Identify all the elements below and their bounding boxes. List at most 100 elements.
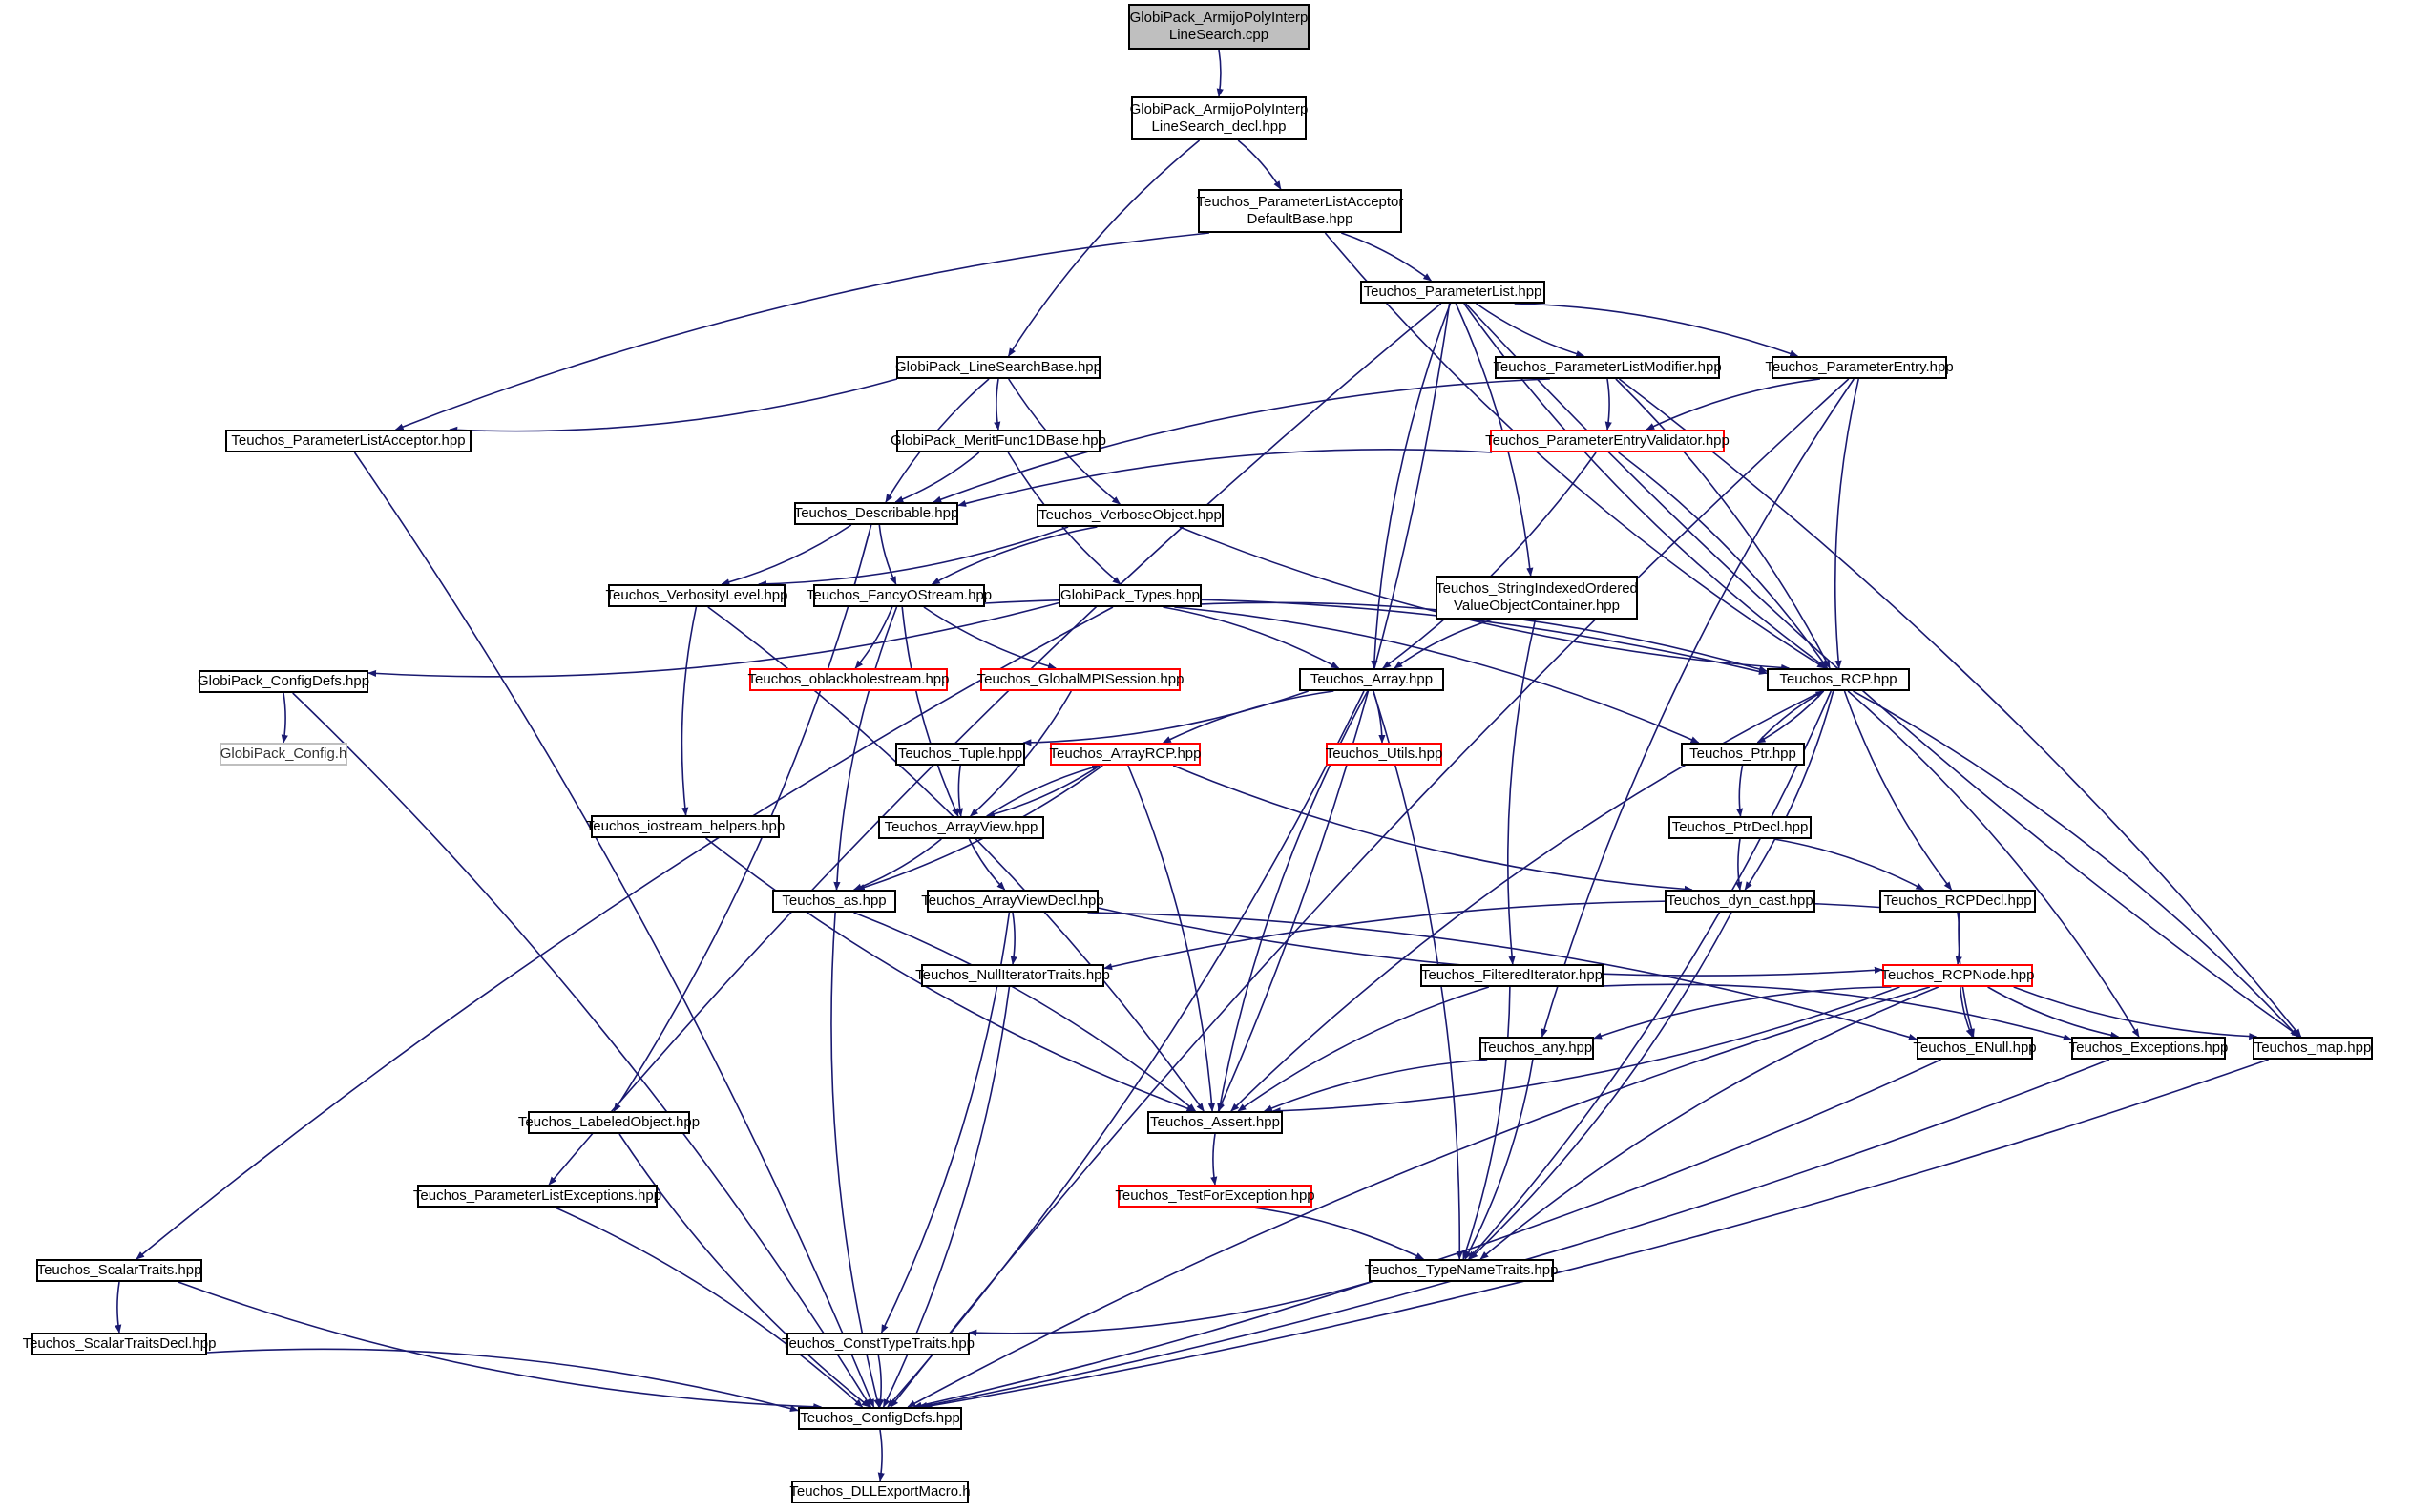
file-node-label: Teuchos_GlobalMPISession.hpp (976, 671, 1185, 687)
file-node-sivo[interactable]: Teuchos_StringIndexedOrdered ValueObject… (1436, 576, 1638, 620)
file-node-lsb[interactable]: GlobiPack_LineSearchBase.hpp (895, 356, 1101, 379)
file-node-lo[interactable]: Teuchos_LabeledObject.hpp (518, 1111, 700, 1134)
file-node-mf[interactable]: GlobiPack_MeritFunc1DBase.hpp (891, 430, 1106, 452)
edge-pl-to-plm (1476, 303, 1585, 358)
file-node-ioh[interactable]: Teuchos_iostream_helpers.hpp (586, 815, 785, 838)
file-node-tnt[interactable]: Teuchos_TypeNameTraits.hpp (1365, 1259, 1558, 1282)
file-node-label: GlobiPack_LineSearchBase.hpp (895, 359, 1101, 375)
edge-any-to-asrt (1263, 1059, 1488, 1112)
file-node-label: Teuchos_as.hpp (782, 892, 887, 909)
file-node-nit[interactable]: Teuchos_NullIteratorTraits.hpp (915, 964, 1110, 987)
edge-pe-to-tcd (890, 378, 1850, 1408)
file-node-vo[interactable]: Teuchos_VerboseObject.hpp (1037, 504, 1224, 527)
edge-rcpn-to-tcd (907, 986, 1931, 1408)
file-node-rcpd[interactable]: Teuchos_RCPDecl.hpp (1879, 890, 2036, 913)
file-node-ptrd[interactable]: Teuchos_PtrDecl.hpp (1668, 816, 1812, 839)
file-node-label: Teuchos_ParameterListAcceptor.hpp (231, 432, 466, 449)
file-node-any[interactable]: Teuchos_any.hpp (1479, 1037, 1594, 1060)
edge-desc-to-fos (878, 524, 897, 585)
file-node-label: Teuchos_VerboseObject.hpp (1038, 507, 1222, 523)
file-node-label: Teuchos_ParameterListAcceptor DefaultBas… (1196, 194, 1404, 227)
file-node-gcd[interactable]: GlobiPack_ConfigDefs.hpp (198, 670, 369, 693)
file-node-label: Teuchos_FilteredIterator.hpp (1420, 967, 1604, 983)
file-node-label: Teuchos_RCP.hpp (1779, 671, 1897, 687)
file-node-tcd[interactable]: Teuchos_ConfigDefs.hpp (798, 1407, 962, 1430)
file-node-arr[interactable]: Teuchos_Array.hpp (1299, 668, 1444, 691)
file-node-vl[interactable]: Teuchos_VerbosityLevel.hpp (605, 584, 788, 607)
edge-root-to-decl (1216, 49, 1224, 97)
file-node-pev[interactable]: Teuchos_ParameterEntryValidator.hpp (1485, 430, 1730, 452)
file-node-gmpi[interactable]: Teuchos_GlobalMPISession.hpp (977, 668, 1184, 691)
file-node-rcpn[interactable]: Teuchos_RCPNode.hpp (1881, 964, 2034, 987)
file-node-exc[interactable]: Teuchos_Exceptions.hpp (2068, 1037, 2229, 1060)
edge-ioh-to-asrt (705, 837, 1196, 1112)
file-node-pe[interactable]: Teuchos_ParameterEntry.hpp (1765, 356, 1954, 379)
file-node-tup[interactable]: Teuchos_Tuple.hpp (895, 743, 1025, 766)
file-node-dll[interactable]: Teuchos_DLLExportMacro.h (789, 1480, 971, 1503)
file-node-ple[interactable]: Teuchos_ParameterListExceptions.hpp (413, 1185, 661, 1208)
edge-arr-to-arcp (1162, 690, 1334, 744)
edge-fit-to-tnt (1462, 986, 1511, 1260)
file-node-fit[interactable]: Teuchos_FilteredIterator.hpp (1420, 964, 1604, 987)
file-node-label: GlobiPack_Types.hpp (1060, 587, 1200, 603)
file-node-ctt[interactable]: Teuchos_ConstTypeTraits.hpp (782, 1333, 975, 1355)
edge-pl-to-asrt (1217, 303, 1451, 1112)
file-node-obh[interactable]: Teuchos_oblackholestream.hpp (748, 668, 949, 691)
file-node-avd[interactable]: Teuchos_ArrayViewDecl.hpp (921, 890, 1104, 913)
edge-pe-to-pev (1646, 378, 1821, 430)
edge-rcpn-to-any (1593, 986, 1892, 1040)
file-node-utl[interactable]: Teuchos_Utils.hpp (1326, 743, 1442, 766)
file-node-av[interactable]: Teuchos_ArrayView.hpp (878, 816, 1044, 839)
file-node-label: Teuchos_TypeNameTraits.hpp (1364, 1262, 1559, 1278)
edge-rcp-to-exc (1847, 690, 2140, 1038)
file-node-rcp[interactable]: Teuchos_RCP.hpp (1767, 668, 1910, 691)
file-node-as[interactable]: Teuchos_as.hpp (772, 890, 896, 913)
file-node-label: Teuchos_ParameterEntryValidator.hpp (1485, 432, 1730, 449)
file-node-label: Teuchos_Assert.hpp (1150, 1114, 1280, 1130)
file-node-std[interactable]: Teuchos_ScalarTraitsDecl.hpp (23, 1333, 216, 1355)
edge-arcp-to-asrt (1127, 765, 1216, 1112)
file-node-st[interactable]: Teuchos_ScalarTraits.hpp (36, 1259, 202, 1282)
edge-rcp-to-dyn (1744, 690, 1834, 891)
file-node-plad[interactable]: Teuchos_ParameterListAcceptor DefaultBas… (1196, 189, 1404, 233)
edge-av-to-as (852, 838, 942, 891)
file-node-label: Teuchos_dyn_cast.hpp (1667, 892, 1813, 909)
file-node-label: Teuchos_RCPDecl.hpp (1883, 892, 2032, 909)
edge-fit-to-asrt (1237, 986, 1490, 1112)
file-node-pla[interactable]: Teuchos_ParameterListAcceptor.hpp (225, 430, 472, 452)
edge-rcp-to-ptr (1756, 690, 1825, 744)
file-node-arcp[interactable]: Teuchos_ArrayRCP.hpp (1050, 743, 1202, 766)
file-node-label: Teuchos_VerbosityLevel.hpp (605, 587, 788, 603)
file-node-decl[interactable]: GlobiPack_ArmijoPolyInterp LineSearch_de… (1130, 96, 1308, 140)
edge-vo-to-vl (758, 526, 1069, 588)
file-node-root[interactable]: GlobiPack_ArmijoPolyInterp LineSearch.cp… (1128, 4, 1310, 50)
file-node-label: Teuchos_Exceptions.hpp (2068, 1040, 2229, 1056)
edge-rcp-to-rcpd (1843, 690, 1953, 891)
file-node-tfe[interactable]: Teuchos_TestForException.hpp (1115, 1185, 1315, 1208)
file-node-asrt[interactable]: Teuchos_Assert.hpp (1147, 1111, 1283, 1134)
edge-rcpn-to-map (2013, 986, 2258, 1040)
edge-pl-to-ple (548, 303, 1442, 1186)
edge-gcd-to-tcd (292, 692, 871, 1408)
file-node-gpt[interactable]: GlobiPack_Types.hpp (1059, 584, 1202, 607)
file-node-label: Teuchos_ENull.hpp (1913, 1040, 2037, 1056)
file-node-pl[interactable]: Teuchos_ParameterList.hpp (1360, 281, 1545, 304)
edge-st-to-tcd (178, 1281, 823, 1411)
file-node-label: Teuchos_FancyOStream.hpp (806, 587, 993, 603)
file-node-ptr[interactable]: Teuchos_Ptr.hpp (1681, 743, 1805, 766)
file-node-label: Teuchos_Ptr.hpp (1689, 746, 1796, 762)
file-node-label: Teuchos_ParameterListExceptions.hpp (412, 1187, 662, 1204)
file-node-dyn[interactable]: Teuchos_dyn_cast.hpp (1665, 890, 1815, 913)
file-node-plm[interactable]: Teuchos_ParameterListModifier.hpp (1493, 356, 1722, 379)
file-node-fos[interactable]: Teuchos_FancyOStream.hpp (807, 584, 992, 607)
edge-rcp-to-tnt (1468, 690, 1833, 1260)
file-node-label: Teuchos_Utils.hpp (1325, 746, 1443, 762)
file-node-map[interactable]: Teuchos_map.hpp (2253, 1037, 2373, 1060)
file-node-enull[interactable]: Teuchos_ENull.hpp (1913, 1037, 2037, 1060)
file-node-desc[interactable]: Teuchos_Describable.hpp (794, 502, 958, 525)
file-node-label: Teuchos_ParameterEntry.hpp (1765, 359, 1954, 375)
edge-fos-to-av (901, 606, 959, 817)
edge-desc-to-vl (721, 524, 852, 586)
file-node-label: Teuchos_DLLExportMacro.h (789, 1483, 971, 1500)
file-node-gch[interactable]: GlobiPack_Config.h (220, 743, 347, 766)
